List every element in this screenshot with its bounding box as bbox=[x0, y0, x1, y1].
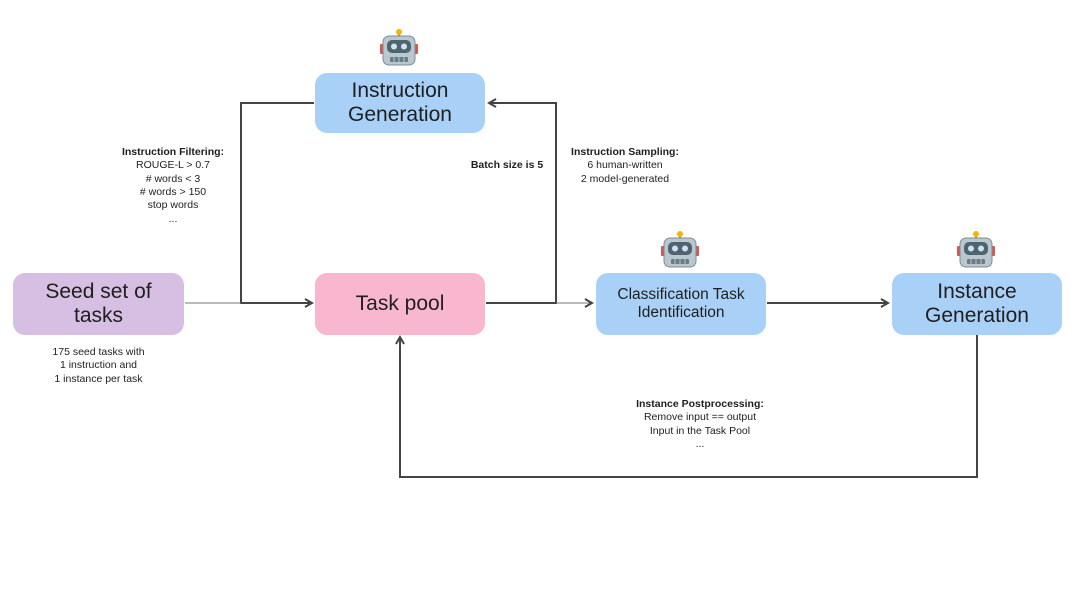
postprocessing-note: Instance Postprocessing: Remove input ==… bbox=[620, 398, 780, 451]
instance-generation-label: Instance Generation bbox=[925, 279, 1029, 327]
sampling-line: 2 model-generated bbox=[580, 172, 670, 185]
task-pool-node: Task pool bbox=[315, 273, 485, 335]
edge-instance-to-taskpool bbox=[400, 335, 978, 478]
instruction-generation-node: Instruction Generation bbox=[315, 73, 485, 133]
filtering-heading: Instruction Filtering: bbox=[121, 146, 225, 158]
postprocessing-line: ... bbox=[695, 437, 705, 450]
filtering-line: ... bbox=[168, 212, 178, 225]
filtering-line: ROUGE-L > 0.7 bbox=[135, 159, 210, 172]
filtering-line: # words < 3 bbox=[145, 172, 201, 185]
seed-line: 1 instruction and bbox=[59, 359, 138, 372]
classification-node: Classification Task Identification bbox=[596, 273, 766, 335]
edge-taskpool-to-instgen bbox=[486, 103, 557, 304]
sampling-heading: Instruction Sampling: bbox=[571, 146, 679, 158]
filtering-note: Instruction Filtering: ROUGE-L > 0.7 # w… bbox=[100, 146, 246, 226]
postprocessing-heading: Instance Postprocessing: bbox=[636, 398, 764, 410]
seed-line: 1 instance per task bbox=[54, 372, 143, 385]
instance-generation-node: Instance Generation bbox=[892, 273, 1062, 335]
postprocessing-line: Remove input == output bbox=[643, 411, 757, 424]
sampling-line: 6 human-written bbox=[587, 159, 663, 172]
batch-size-text: Batch size is 5 bbox=[470, 159, 544, 171]
robot-icon bbox=[957, 231, 995, 268]
seed-set-node: Seed set of tasks bbox=[13, 273, 184, 335]
edge-instgen-to-taskpool bbox=[240, 102, 314, 303]
robot-icon bbox=[661, 231, 699, 268]
seed-set-label: Seed set of tasks bbox=[45, 279, 152, 327]
sampling-note: Instruction Sampling: 6 human-written 2 … bbox=[560, 146, 690, 186]
filtering-line: stop words bbox=[147, 199, 199, 212]
classification-label: Classification Task Identification bbox=[617, 286, 745, 321]
robot-icon bbox=[380, 29, 418, 66]
seed-line: 175 seed tasks with bbox=[52, 346, 145, 358]
filtering-line: # words > 150 bbox=[139, 185, 207, 198]
instruction-generation-label: Instruction Generation bbox=[348, 78, 452, 126]
seed-note: 175 seed tasks with 1 instruction and 1 … bbox=[30, 346, 167, 386]
postprocessing-line: Input in the Task Pool bbox=[649, 424, 751, 437]
task-pool-label: Task pool bbox=[355, 291, 445, 315]
batch-size-note: Batch size is 5 bbox=[462, 159, 552, 172]
